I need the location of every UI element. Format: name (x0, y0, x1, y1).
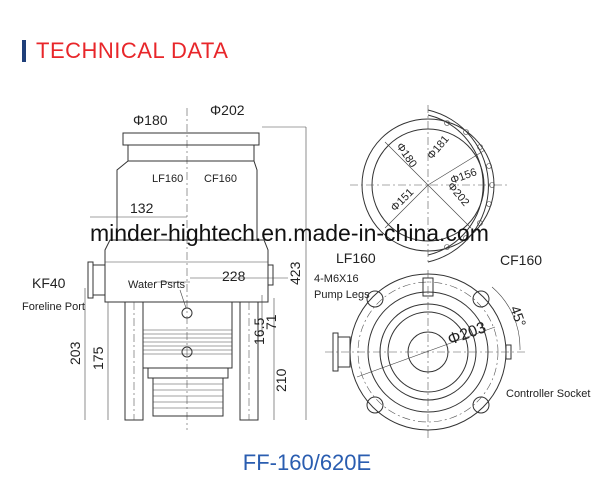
bottom-view (325, 270, 525, 440)
top-view (350, 105, 510, 265)
label-lf160: LF160 (152, 173, 183, 185)
dim-d202-cf: Φ202 (210, 102, 245, 118)
side-view (84, 108, 307, 430)
dim-16-5: 16.5 (251, 318, 267, 345)
dim-423: 423 (287, 261, 303, 285)
page-title: TECHNICAL DATA (36, 38, 229, 63)
title-accent-bar (22, 40, 26, 62)
label-water-ports: Water Psrts (128, 279, 186, 291)
dim-top-d151: Φ151 (389, 186, 417, 214)
dim-71: 71 (263, 314, 279, 330)
dim-45-deg: 45° (507, 304, 529, 329)
label-legs-spec: 4-M6X16 (314, 273, 359, 285)
label-top-cf160: CF160 (500, 252, 542, 268)
model-name: FF-160/620E (242, 450, 372, 475)
dim-203: 203 (67, 341, 83, 365)
label-kf40: KF40 (32, 275, 66, 291)
dim-top-d180: Φ180 (394, 141, 419, 170)
label-foreline-port: Foreline Port (22, 301, 85, 313)
label-controller-socket: Controller Socket (506, 388, 590, 400)
dim-d180-lf: Φ180 (133, 112, 168, 128)
dim-top-d202: Φ202 (445, 180, 472, 209)
label-pump-legs: Pump Legs (314, 289, 370, 301)
label-cf160: CF160 (204, 173, 237, 185)
dim-210: 210 (273, 368, 289, 392)
label-top-lf160: LF160 (336, 250, 376, 266)
watermark: minder-hightech.en.made-in-china.com (90, 220, 489, 246)
dim-175: 175 (90, 346, 106, 370)
dim-132: 132 (130, 200, 154, 216)
dim-top-d181: Φ181 (425, 133, 452, 162)
dim-228: 228 (222, 268, 246, 284)
